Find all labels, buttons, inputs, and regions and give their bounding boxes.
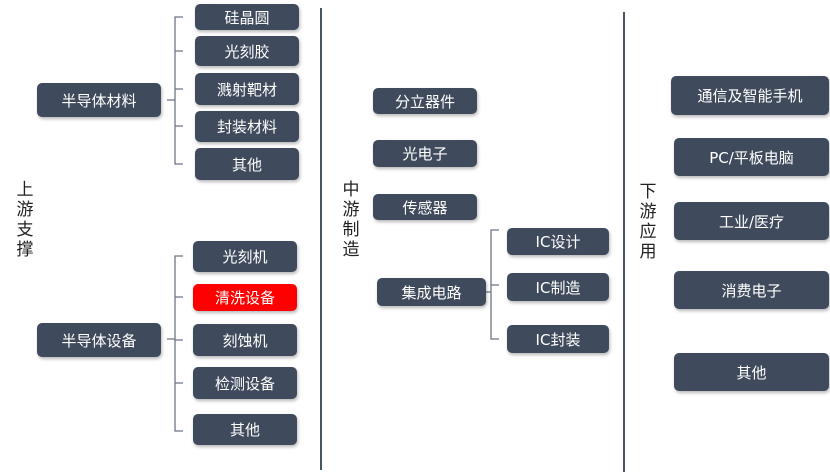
app-pc-tablet-node: PC/平板电脑 (674, 138, 829, 176)
material-packaging-node: 封装材料 (195, 111, 299, 142)
material-other-node: 其他 (195, 148, 299, 180)
semiconductor-equipment-node: 半导体设备 (37, 323, 161, 357)
app-smartphone-node: 通信及智能手机 (671, 76, 829, 115)
sensors-node: 传感器 (373, 194, 477, 220)
app-industrial-medical-node: 工业/医疗 (674, 202, 829, 240)
material-photoresist-node: 光刻胶 (195, 36, 299, 66)
app-other-node: 其他 (674, 353, 829, 391)
divider-upstream-midstream (320, 8, 322, 470)
materials-bracket (167, 16, 183, 165)
optoelectronics-node: 光电子 (373, 140, 477, 167)
downstream-section-label: 下游应用 (639, 182, 657, 262)
ic-bracket (486, 229, 499, 340)
ic-packaging-node: IC封装 (507, 325, 609, 353)
ic-manufacturing-node: IC制造 (507, 273, 609, 301)
equipment-cleaning-node: 清洗设备 (193, 284, 297, 311)
discrete-devices-node: 分立器件 (373, 88, 477, 114)
material-wafer-node: 硅晶圆 (195, 4, 299, 30)
ic-design-node: IC设计 (507, 228, 609, 255)
midstream-section-label: 中游制造 (342, 180, 360, 260)
divider-midstream-downstream (623, 12, 625, 472)
app-consumer-electronics-node: 消费电子 (674, 271, 829, 309)
equipment-other-node: 其他 (193, 414, 297, 445)
semiconductor-materials-node: 半导体材料 (37, 83, 161, 117)
upstream-section-label: 上游支撑 (16, 180, 34, 260)
equipment-etching-node: 刻蚀机 (193, 324, 297, 356)
equipment-lithography-node: 光刻机 (193, 241, 297, 272)
equipment-bracket (167, 255, 183, 432)
material-sputtering-target-node: 溅射靶材 (195, 73, 299, 105)
equipment-inspection-node: 检测设备 (193, 367, 297, 399)
integrated-circuits-node: 集成电路 (377, 278, 486, 306)
